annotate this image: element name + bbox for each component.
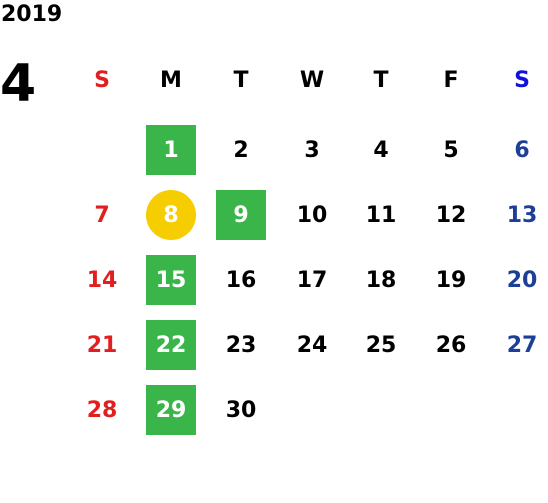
year-label: 2019: [1, 2, 63, 27]
day-cell-17[interactable]: 17: [296, 267, 328, 293]
day-cell-20[interactable]: 20: [506, 267, 538, 293]
day-cell-10[interactable]: 10: [296, 202, 328, 228]
day-cell-14[interactable]: 14: [86, 267, 118, 293]
day-cell-15[interactable]: 15: [146, 255, 196, 305]
day-cell-7[interactable]: 7: [94, 202, 110, 228]
day-cell-6[interactable]: 6: [514, 137, 530, 163]
weekday-sunday: S: [94, 68, 110, 93]
month-number: 4: [0, 54, 37, 114]
day-cell-5[interactable]: 5: [443, 137, 459, 163]
weekday-tuesday: T: [233, 68, 249, 93]
weekday-thursday: T: [373, 68, 389, 93]
day-cell-3[interactable]: 3: [304, 137, 320, 163]
weekday-friday: F: [443, 68, 459, 93]
day-cell-2[interactable]: 2: [233, 137, 249, 163]
day-cell-13[interactable]: 13: [506, 202, 538, 228]
weekday-wednesday: W: [299, 68, 325, 93]
day-cell-1[interactable]: 1: [146, 125, 196, 175]
day-cell-27[interactable]: 27: [506, 332, 538, 358]
day-cell-21[interactable]: 21: [86, 332, 118, 358]
weekday-monday: M: [160, 68, 182, 93]
day-cell-29[interactable]: 29: [146, 385, 196, 435]
day-cell-24[interactable]: 24: [296, 332, 328, 358]
weekday-saturday: S: [514, 68, 530, 93]
day-cell-4[interactable]: 4: [373, 137, 389, 163]
day-cell-22[interactable]: 22: [146, 320, 196, 370]
day-cell-18[interactable]: 18: [365, 267, 397, 293]
day-cell-9[interactable]: 9: [216, 190, 266, 240]
day-cell-16[interactable]: 16: [225, 267, 257, 293]
day-cell-19[interactable]: 19: [435, 267, 467, 293]
day-cell-8[interactable]: 8: [146, 190, 196, 240]
day-cell-28[interactable]: 28: [86, 397, 118, 423]
day-cell-11[interactable]: 11: [365, 202, 397, 228]
day-cell-26[interactable]: 26: [435, 332, 467, 358]
day-cell-23[interactable]: 23: [225, 332, 257, 358]
day-cell-25[interactable]: 25: [365, 332, 397, 358]
day-cell-30[interactable]: 30: [225, 397, 257, 423]
day-cell-12[interactable]: 12: [435, 202, 467, 228]
